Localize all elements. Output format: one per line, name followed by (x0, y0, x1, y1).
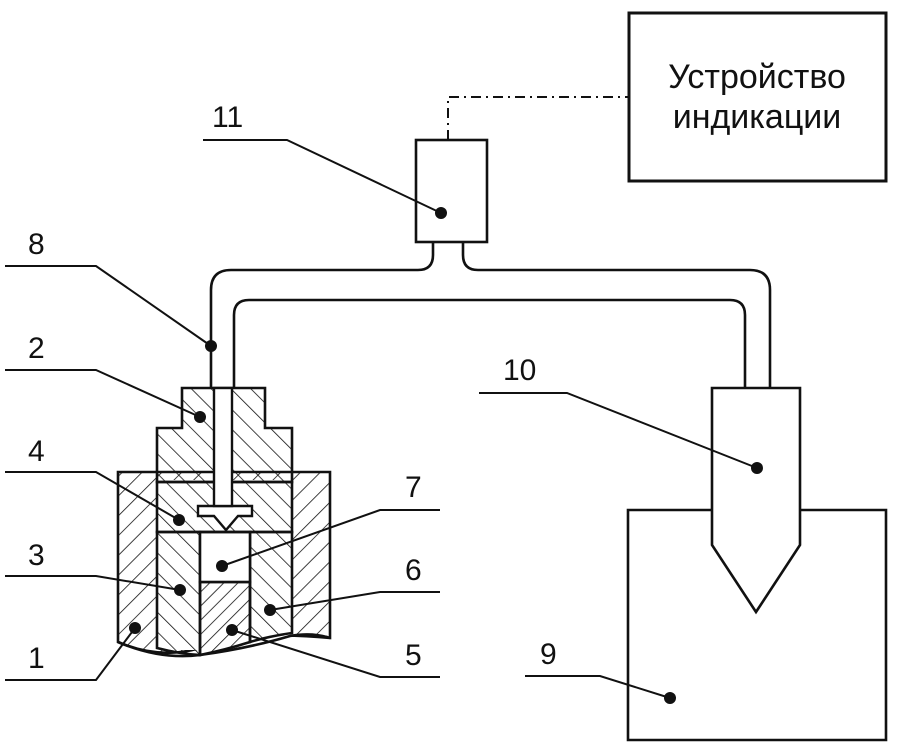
label-5: 5 (405, 639, 422, 672)
probe-10 (710, 386, 802, 615)
display-device-line1: Устройство (668, 58, 846, 96)
label-3: 3 (28, 539, 45, 572)
leader-lines (5, 139, 758, 699)
label-10: 10 (503, 354, 536, 387)
display-device-box: Устройство индикации (627, 11, 888, 183)
part-labels: 11 8 2 4 3 1 10 9 7 6 5 (28, 101, 557, 675)
measuring-cell (116, 386, 332, 658)
sensor-11 (414, 138, 489, 244)
label-1: 1 (28, 642, 45, 675)
label-2: 2 (28, 332, 45, 365)
display-device-line2: индикации (673, 98, 842, 136)
label-7: 7 (405, 471, 422, 504)
tube-8 (205, 242, 772, 388)
label-6: 6 (405, 554, 422, 587)
signal-line (447, 96, 629, 140)
label-4: 4 (28, 435, 45, 468)
label-8: 8 (28, 228, 45, 261)
label-11: 11 (212, 101, 243, 134)
label-9: 9 (540, 638, 557, 671)
